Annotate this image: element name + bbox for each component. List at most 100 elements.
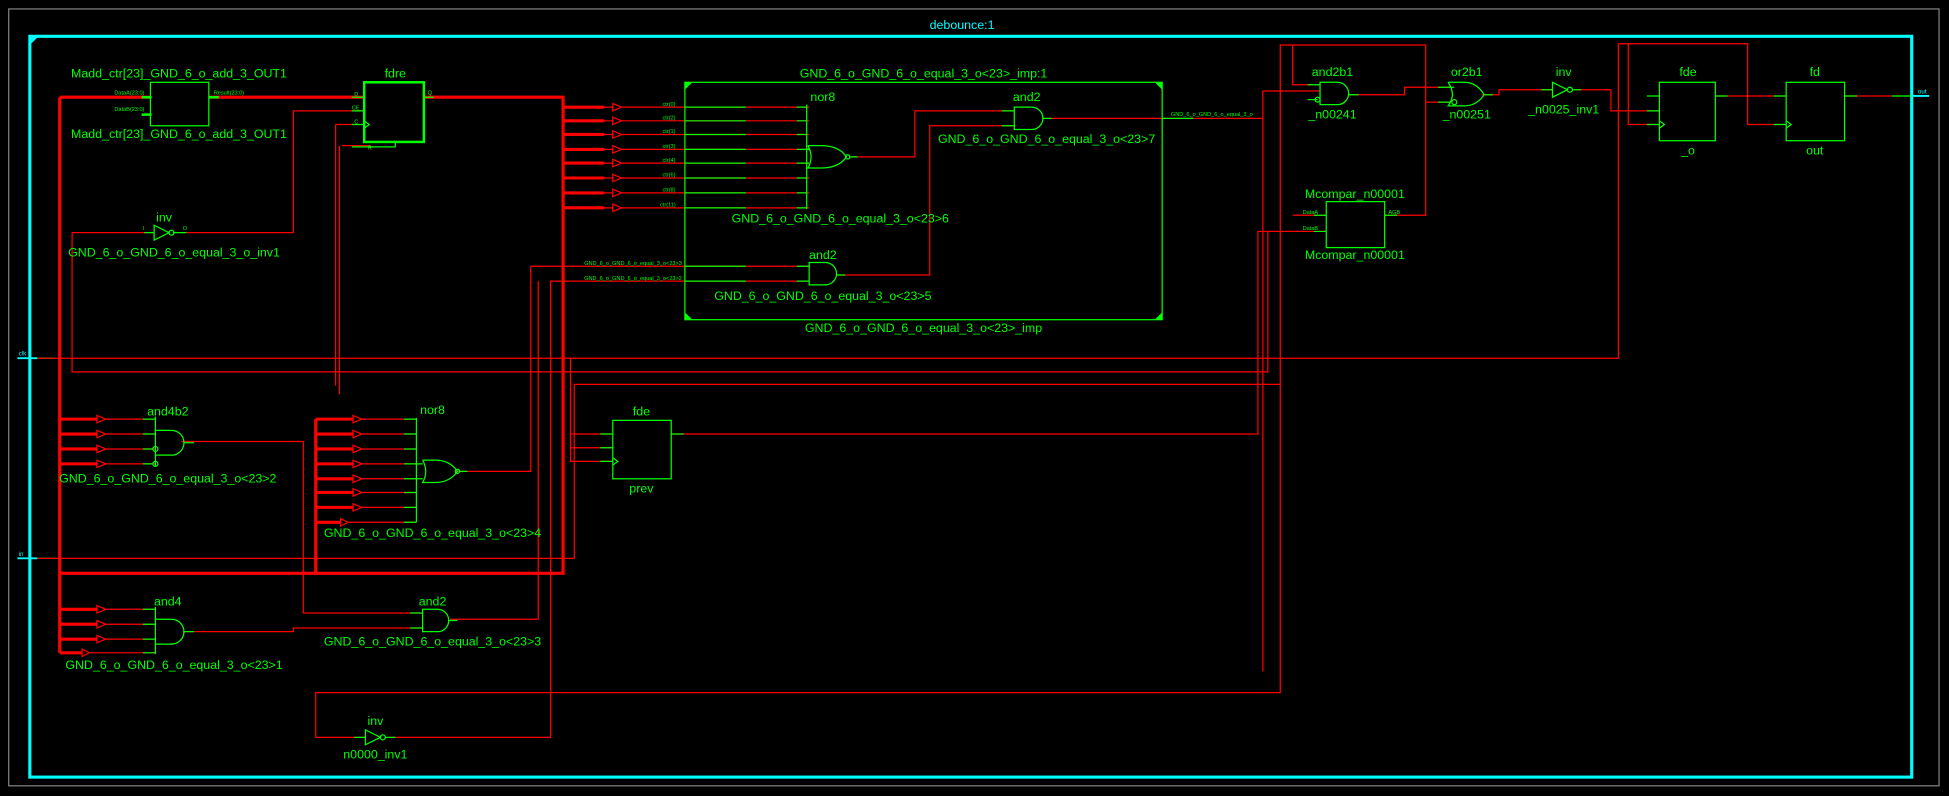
madd-instance-part <box>141 95 219 116</box>
nor8-gate-low-part <box>454 468 461 475</box>
mcompar-instance-part: DataB <box>1303 226 1319 232</box>
and2b1-gate-part <box>1314 96 1321 103</box>
inv-gate-mid[interactable]: inv _n0025_inv1 <box>1527 65 1599 116</box>
nets-part <box>339 414 364 528</box>
port-out[interactable]: out <box>1891 88 1930 97</box>
and2-gate-imp-top[interactable]: and2 GND_6_o_GND_6_o_equal_3_o<23>7 <box>938 90 1155 146</box>
and4b2-gate-part: and4b2 <box>147 404 188 418</box>
madd-instance-part: Madd_ctr[23]_GND_6_o_add_3_OUT1 <box>71 66 287 80</box>
fde-prev-instance-part <box>600 433 684 466</box>
inv-gate-low-part <box>379 734 386 741</box>
fde-o-instance[interactable]: fde _o <box>1646 65 1728 157</box>
and4b2-gate-part <box>152 445 159 453</box>
fde-prev-instance-part: prev <box>629 481 654 495</box>
inv-gate-low[interactable]: inv n0000_inv1 <box>343 714 407 762</box>
and4-gate-part: GND_6_o_GND_6_o_equal_3_o<23>1 <box>65 658 282 672</box>
port-clk-part: clk <box>19 351 27 358</box>
inv-gate-mid-part: inv <box>1556 65 1573 79</box>
and2-gate-imp-bottom-part <box>796 261 846 286</box>
nets-part <box>563 105 605 210</box>
nets-part <box>338 145 371 395</box>
and2-gate-imp-top-part <box>1001 106 1052 131</box>
and4b2-gate-part <box>152 460 159 467</box>
and2-gate-imp-top-part: GND_6_o_GND_6_o_equal_3_o<23>7 <box>938 132 1155 146</box>
equal-imp-block-part <box>684 106 1194 282</box>
fdre-instance-part: D <box>354 92 358 98</box>
equal-imp-block-part: ctr(4) <box>663 158 676 164</box>
and2b1-gate-part: _n00241 <box>1307 107 1356 121</box>
nets-part <box>58 95 565 653</box>
mcompar-instance-part: Mcompar_n00001 <box>1305 187 1405 201</box>
fdre-instance-part: C <box>354 119 358 125</box>
mcompar-instance[interactable]: Mcompar_n00001 Mcompar_n00001 DataA Data… <box>1303 187 1405 262</box>
and4b2-gate[interactable]: and4b2 GND_6_o_GND_6_o_equal_3_o<23>2 <box>59 404 276 485</box>
sheet-frame <box>8 8 1940 787</box>
madd-instance[interactable]: Madd_ctr[23]_GND_6_o_add_3_OUT1 Madd_ctr… <box>71 66 287 141</box>
fd-out-instance-part: out <box>1806 143 1824 157</box>
and2b1-gate-part: and2b1 <box>1312 65 1353 79</box>
fde-o-instance-part: fde <box>1679 65 1696 79</box>
inv-gate-low-part: n0000_inv1 <box>343 747 407 761</box>
and4b2-gate-part: GND_6_o_GND_6_o_equal_3_o<23>2 <box>59 472 276 486</box>
and2b1-gate[interactable]: and2b1 _n00241 <box>1307 65 1359 121</box>
equal-imp-block[interactable]: GND_6_o_GND_6_o_equal_3_o<23>_imp:1 GND_… <box>584 66 1194 335</box>
and2-gate-low-part: and2 <box>419 595 447 609</box>
nets-part <box>89 418 156 654</box>
equal-imp-block-part: ctr(0) <box>663 102 676 108</box>
inv-gate-low-part: inv <box>367 714 384 728</box>
schematic-canvas-part <box>29 36 39 45</box>
fd-out-instance-part <box>1785 81 1846 142</box>
inv-gate-top-part <box>144 224 187 242</box>
fdre-instance-part: CE <box>352 106 360 112</box>
port-in[interactable]: in <box>17 551 55 560</box>
fd-out-instance[interactable]: fd out <box>1773 65 1858 157</box>
nets-part <box>348 418 417 523</box>
equal-imp-block-part: GND_6_o_GND_6_o_equal_3_o<23>2 <box>584 276 682 282</box>
fdre-instance[interactable]: fdre D CE C R Q <box>351 66 434 151</box>
nor8-gate-imp-part: GND_6_o_GND_6_o_equal_3_o<23>6 <box>732 212 949 226</box>
mcompar-instance-part: Mcompar_n00001 <box>1305 248 1405 262</box>
port-clk[interactable]: clk <box>17 351 55 360</box>
equal-imp-block-part: ctr(1) <box>663 129 676 135</box>
inv-gate-top-part <box>168 229 175 236</box>
nor8-gate-imp-part <box>796 104 858 210</box>
fde-prev-instance-part <box>612 419 672 480</box>
nor8-gate-low[interactable]: nor8 GND_6_o_GND_6_o_equal_3_o<23>4 <box>324 403 541 540</box>
fde-prev-instance-part: fde <box>633 404 650 418</box>
and2b1-gate-part <box>1307 81 1359 106</box>
module-title: debounce:1 <box>930 18 995 32</box>
equal-imp-block-part <box>684 81 1163 321</box>
nets-part <box>837 44 1321 672</box>
nets-part <box>612 102 624 213</box>
nor8-gate-imp-part: nor8 <box>810 90 835 104</box>
nor8-gate-low-part <box>403 417 468 523</box>
module-frame[interactable] <box>28 34 1914 779</box>
nor8-gate-imp[interactable]: nor8 GND_6_o_GND_6_o_equal_3_o<23>6 <box>732 90 949 226</box>
and2-gate-imp-bottom[interactable]: and2 GND_6_o_GND_6_o_equal_3_o<23>5 <box>714 248 931 303</box>
port-out-part: out <box>1918 88 1927 95</box>
inv-gate-top-part: inv <box>156 210 173 224</box>
fdre-instance-part <box>362 81 426 144</box>
and4-gate[interactable]: and4 GND_6_o_GND_6_o_equal_3_o<23>1 <box>65 595 282 672</box>
fdre-instance-part: R <box>368 145 372 151</box>
mcompar-instance-part <box>1313 214 1398 233</box>
inv-gate-top[interactable]: inv GND_6_o_GND_6_o_equal_3_o_inv1 I O <box>68 210 280 259</box>
inv-gate-mid-part: _n0025_inv1 <box>1527 102 1599 116</box>
fdre-instance-part <box>351 96 434 148</box>
nor8-gate-low-part: GND_6_o_GND_6_o_equal_3_o<23>4 <box>324 526 541 540</box>
equal-imp-block-part: GND_6_o_GND_6_o_equal_3_o<23>3 <box>584 261 682 267</box>
nets-part <box>1348 86 1892 112</box>
inv-gate-top-part: GND_6_o_GND_6_o_equal_3_o_inv1 <box>68 245 280 259</box>
and2-gate-low[interactable]: and2 GND_6_o_GND_6_o_equal_3_o<23>3 <box>324 595 541 649</box>
fde-prev-instance[interactable]: fde prev <box>600 404 684 495</box>
equal-imp-block-part: GND_6_o_GND_6_o_equal_3_o<23>_imp <box>805 321 1042 335</box>
and2-gate-imp-top-part: and2 <box>1013 90 1041 104</box>
or2b1-gate[interactable]: or2b1 _n00251 <box>1438 65 1493 121</box>
nets: GND_6_o_GND_6_o_equal_3_o <box>37 43 1892 738</box>
inv-gate-top-part: O <box>183 226 188 232</box>
and4-gate-part: and4 <box>154 595 182 609</box>
fdre-instance-part: Q <box>428 91 433 97</box>
nets-part <box>37 43 1787 463</box>
equal-imp-block-part: ctr(6) <box>663 173 676 179</box>
